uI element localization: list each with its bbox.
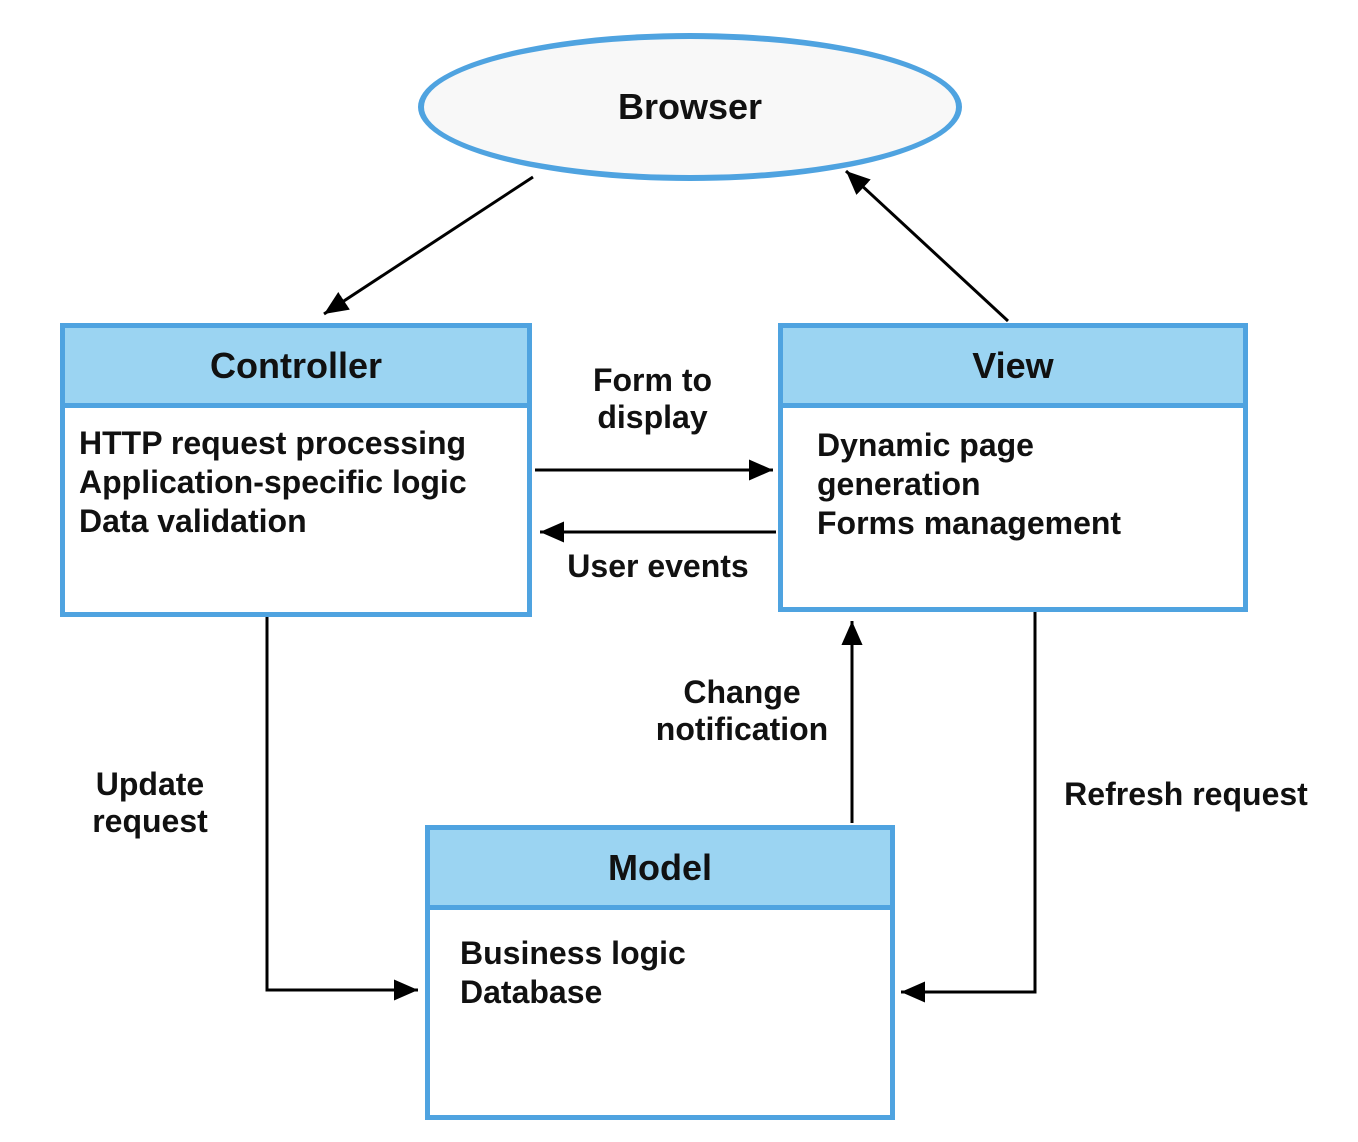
controller-item: Application-specific logic xyxy=(79,464,467,501)
controller-node-body: HTTP request processing Application-spec… xyxy=(65,408,527,541)
model-node: Model Business logic Database xyxy=(425,825,895,1120)
edge-label-form-to-display: Form to display xyxy=(592,362,713,436)
controller-node: Controller HTTP request processing Appli… xyxy=(60,323,532,617)
model-item: Business logic xyxy=(460,935,686,971)
browser-node-label: Browser xyxy=(617,86,763,127)
edge-label-update-request: Update request xyxy=(92,766,208,840)
view-node-title: View xyxy=(972,344,1054,386)
view-node: View Dynamic page generation Forms manag… xyxy=(778,323,1248,612)
model-node-header: Model xyxy=(430,830,890,910)
browser-node: Browser xyxy=(418,33,962,181)
arrow-view-to-browser xyxy=(844,169,1010,323)
edge-label-user-events: User events xyxy=(567,548,749,584)
view-item: Dynamic page generation xyxy=(817,427,1034,503)
controller-item: Data validation xyxy=(79,503,307,540)
arrow-browser-to-controller xyxy=(323,175,534,316)
controller-node-header: Controller xyxy=(65,328,527,408)
view-node-body: Dynamic page generation Forms management xyxy=(783,408,1243,543)
view-node-header: View xyxy=(783,328,1243,408)
arrow-view-to-model xyxy=(901,611,1037,1003)
edge-label-refresh-request: Refresh request xyxy=(1064,776,1308,812)
model-node-title: Model xyxy=(608,846,712,888)
model-item: Database xyxy=(460,974,603,1011)
controller-item: HTTP request processing xyxy=(79,425,467,461)
arrow-controller-to-model xyxy=(265,616,418,1001)
model-node-body: Business logic Database xyxy=(430,910,890,1012)
edge-label-change-notification: Change notification xyxy=(655,674,829,748)
controller-node-title: Controller xyxy=(209,344,382,386)
view-item: Forms management xyxy=(817,505,1122,542)
